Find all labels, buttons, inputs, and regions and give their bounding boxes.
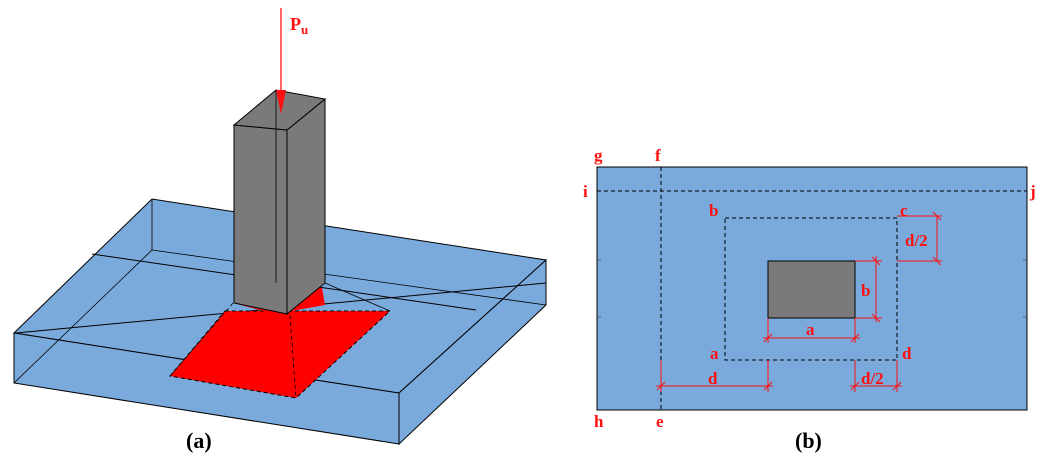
column-right-face [286,97,326,316]
cone-edge-3 [324,282,391,312]
dim-d-half-bottom [850,360,902,392]
label-h: h [594,412,604,431]
label-d: d [902,344,912,363]
dim-d-half-right-label: d/2 [905,231,928,250]
critical-perimeter [724,217,898,361]
cone-edge-1 [169,302,234,377]
dim-a-label: a [806,320,815,339]
critical-punching-area [169,310,392,399]
load-label: Pu [290,14,308,37]
caption-a: (a) [186,428,212,453]
dim-a [763,318,860,343]
label-c: c [900,201,908,220]
caption-b: (b) [795,428,822,453]
label-e: e [656,412,664,431]
panel-b: d/2 b a d [583,146,1036,453]
label-a: a [710,344,719,363]
slab-hidden-edge-3 [13,249,153,384]
panel-a: Pu (a) [12,8,548,453]
load-symbol: P [290,14,301,34]
load-arrow-head [276,90,286,114]
dim-d-label: d [708,369,718,388]
dim-b [855,256,882,323]
dim-d-half-right [897,211,942,266]
label-f: f [655,146,661,165]
dim-b-label: b [861,281,870,300]
column-plan [767,260,856,319]
label-g: g [594,146,603,165]
label-i: i [583,182,588,201]
label-b: b [709,201,718,220]
dim-d [656,360,773,392]
dim-d-half-bottom-label: d/2 [861,369,884,388]
label-j: j [1029,182,1036,201]
slab-hidden-edge-2 [151,249,547,306]
load-subscript: u [301,22,308,37]
column-top-face [232,89,327,131]
column-front-face [233,124,288,315]
